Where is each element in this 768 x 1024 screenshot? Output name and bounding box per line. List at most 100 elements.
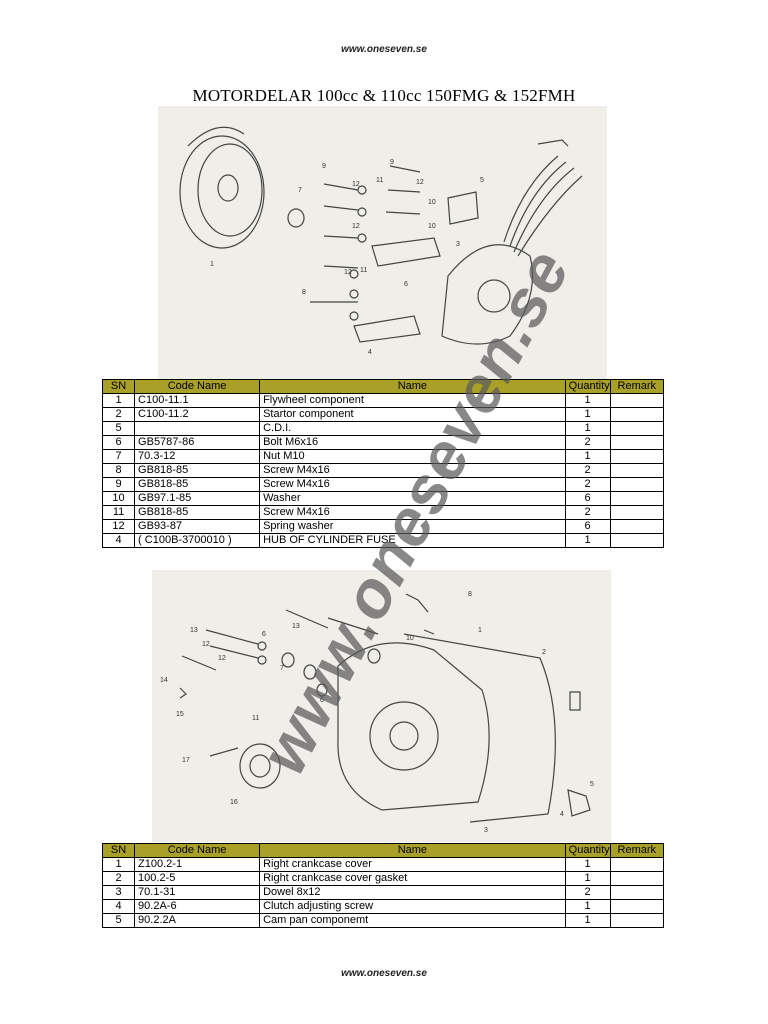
callout: 1 (478, 627, 482, 634)
callout: 7 (280, 665, 284, 672)
cell-remark (609, 477, 665, 492)
callout: 11 (376, 177, 383, 184)
cell-name: Right crankcase cover gasket (259, 871, 566, 886)
cell-code: GB818-85 (134, 463, 261, 478)
cell-sn: 5 (101, 913, 136, 928)
cell-qty: 2 (564, 885, 611, 900)
cell-qty: 1 (564, 857, 611, 872)
callout: 16 (230, 799, 238, 806)
cell-code: 70.3-12 (134, 449, 261, 464)
cell-code: 100.2-5 (134, 871, 261, 886)
cell-sn: 1 (101, 393, 136, 408)
cell-name: Startor component (259, 407, 566, 422)
cell-sn: 12 (101, 519, 136, 534)
diagram2-callouts: 13 12 6 13 8 10 1 2 14 12 7 6 15 11 17 1… (160, 591, 594, 834)
cell-code: C100-11.2 (134, 407, 261, 422)
cell-name: Flywheel component (259, 393, 566, 408)
callout: 13 (190, 627, 198, 634)
cell-qty: 2 (564, 463, 611, 478)
flywheel-shape (179, 135, 265, 249)
header-remark: Remark (609, 379, 665, 394)
cell-name: Bolt M6x16 (259, 435, 566, 450)
callout: 14 (160, 677, 168, 684)
callout: 13 (292, 623, 300, 630)
callout: 12 (352, 223, 360, 230)
cell-qty: 1 (564, 421, 611, 436)
cell-sn: 6 (101, 435, 136, 450)
oil-seal-shape (239, 743, 281, 789)
cell-remark (609, 435, 665, 450)
callout: 10 (428, 223, 436, 230)
callout: 9 (322, 163, 326, 170)
cell-code: GB97.1-85 (134, 491, 261, 506)
header-url: www.oneseven.se (341, 44, 427, 55)
cell-qty: 1 (564, 913, 611, 928)
callout: 12 (202, 641, 210, 648)
callout: 12 (344, 269, 352, 276)
cell-qty: 1 (564, 899, 611, 914)
cell-remark (609, 393, 665, 408)
callout: 4 (368, 349, 372, 356)
cell-qty: 1 (564, 449, 611, 464)
cell-sn: 10 (101, 491, 136, 506)
callout: 1 (210, 261, 214, 268)
cell-qty: 2 (564, 435, 611, 450)
cell-sn: 7 (101, 449, 136, 464)
cell-remark (609, 857, 665, 872)
header-sn: SN (101, 379, 136, 394)
cell-sn: 3 (101, 885, 136, 900)
cell-remark (609, 407, 665, 422)
cell-qty: 1 (564, 533, 611, 548)
header-sn: SN (101, 843, 136, 858)
cell-name: Washer (259, 491, 566, 506)
nut-shape (287, 208, 305, 228)
cell-remark (609, 421, 665, 436)
callout: 12 (218, 655, 226, 662)
callout: 11 (360, 267, 367, 274)
callout: 11 (252, 715, 259, 722)
cell-code: GB5787-86 (134, 435, 261, 450)
cell-remark (609, 449, 665, 464)
cell-remark (609, 519, 665, 534)
coil-lower-shape (353, 315, 421, 343)
cell-remark (609, 463, 665, 478)
callout: 12 (416, 179, 424, 186)
gasket-shape (403, 633, 556, 823)
cell-remark (609, 533, 665, 548)
callout: 8 (468, 591, 472, 598)
callout: 6 (404, 281, 408, 288)
cell-sn: 2 (101, 407, 136, 422)
callout: 2 (542, 649, 546, 656)
bolts-shape (181, 609, 379, 671)
cell-code: GB818-85 (134, 477, 261, 492)
cell-sn: 4 (101, 533, 136, 548)
cell-name: Clutch adjusting screw (259, 899, 566, 914)
cell-code: GB93-87 (134, 519, 261, 534)
callout: 3 (484, 827, 488, 834)
cell-remark (609, 885, 665, 900)
cell-code: 90.2.2A (134, 913, 261, 928)
callout: 6 (320, 697, 324, 704)
footer-url: www.oneseven.se (341, 968, 427, 979)
cell-remark (609, 899, 665, 914)
cell-qty: 6 (564, 491, 611, 506)
cell-name: Screw M4x16 (259, 505, 566, 520)
callout: 17 (182, 757, 190, 764)
page-title: MOTORDELAR 100cc & 110cc 150FMG & 152FMH (192, 86, 576, 105)
cell-code: 90.2A-6 (134, 899, 261, 914)
cell-code: Z100.2-1 (134, 857, 261, 872)
cell-name: Dowel 8x12 (259, 885, 566, 900)
flywheel-stator-drawing: 1 7 9 12 11 9 12 10 5 12 10 3 8 12 11 6 … (179, 126, 583, 356)
cdi-shape (447, 191, 479, 225)
crankcase-cover-shape (337, 642, 490, 811)
callout: 10 (406, 635, 414, 642)
cell-name: Nut M10 (259, 449, 566, 464)
